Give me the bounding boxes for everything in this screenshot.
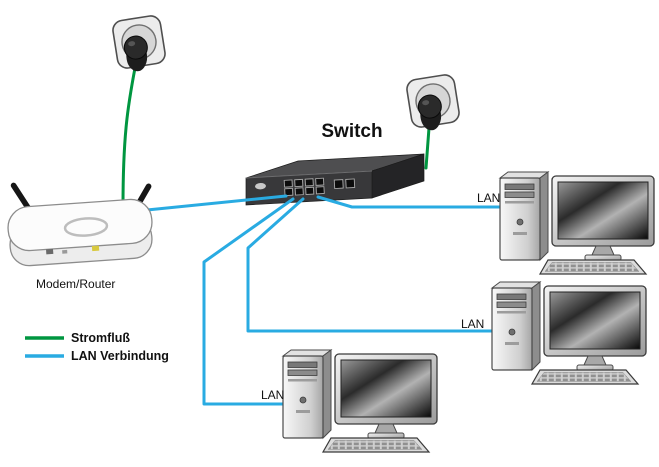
power-cable-modem <box>121 66 137 208</box>
switch-title: Switch <box>321 121 382 142</box>
lan-label-pc2: LAN <box>461 317 484 331</box>
lan-cable-pc2 <box>246 197 499 333</box>
lan-cable-pc1 <box>316 195 506 209</box>
modem-router-label: Modem/Router <box>36 277 115 291</box>
power-cable-switch <box>424 126 431 170</box>
switch-port-panel <box>254 177 356 197</box>
legend-lan-label: LAN Verbindung <box>71 349 169 363</box>
lan-label-pc3: LAN <box>261 388 284 402</box>
ethernet-port <box>315 186 325 195</box>
desktop-pc-1 <box>499 171 655 275</box>
sfp-port <box>345 178 356 189</box>
ethernet-port <box>305 186 315 195</box>
modem-top-ring <box>63 217 109 237</box>
modem-port-1 <box>46 248 54 255</box>
power-outlet-modem <box>110 13 169 75</box>
switch-logo-icon <box>254 182 266 190</box>
sfp-port <box>333 179 344 190</box>
modem-router-device <box>7 182 153 267</box>
ethernet-port <box>283 179 293 188</box>
modem-front-ports <box>46 245 100 255</box>
legend-power-label: Stromfluß <box>71 331 130 345</box>
ethernet-port <box>294 178 304 188</box>
ethernet-port <box>284 187 294 197</box>
lan-cable-modem <box>145 194 288 212</box>
modem-body-top <box>7 198 153 252</box>
desktop-pc-3 <box>282 349 438 453</box>
lan-cable-pc3 <box>202 197 295 406</box>
legend: Stromfluß LAN Verbindung <box>25 331 169 363</box>
ethernet-port <box>294 187 304 196</box>
switch-edge-highlight <box>245 170 373 179</box>
power-outlet-switch <box>404 72 463 134</box>
modem-port-yellow <box>91 245 100 252</box>
lan-label-pc1: LAN <box>477 191 500 205</box>
ethernet-port <box>315 177 325 186</box>
ethernet-port <box>304 178 314 187</box>
modem-port-2 <box>62 249 68 254</box>
desktop-pc-2 <box>491 281 647 385</box>
